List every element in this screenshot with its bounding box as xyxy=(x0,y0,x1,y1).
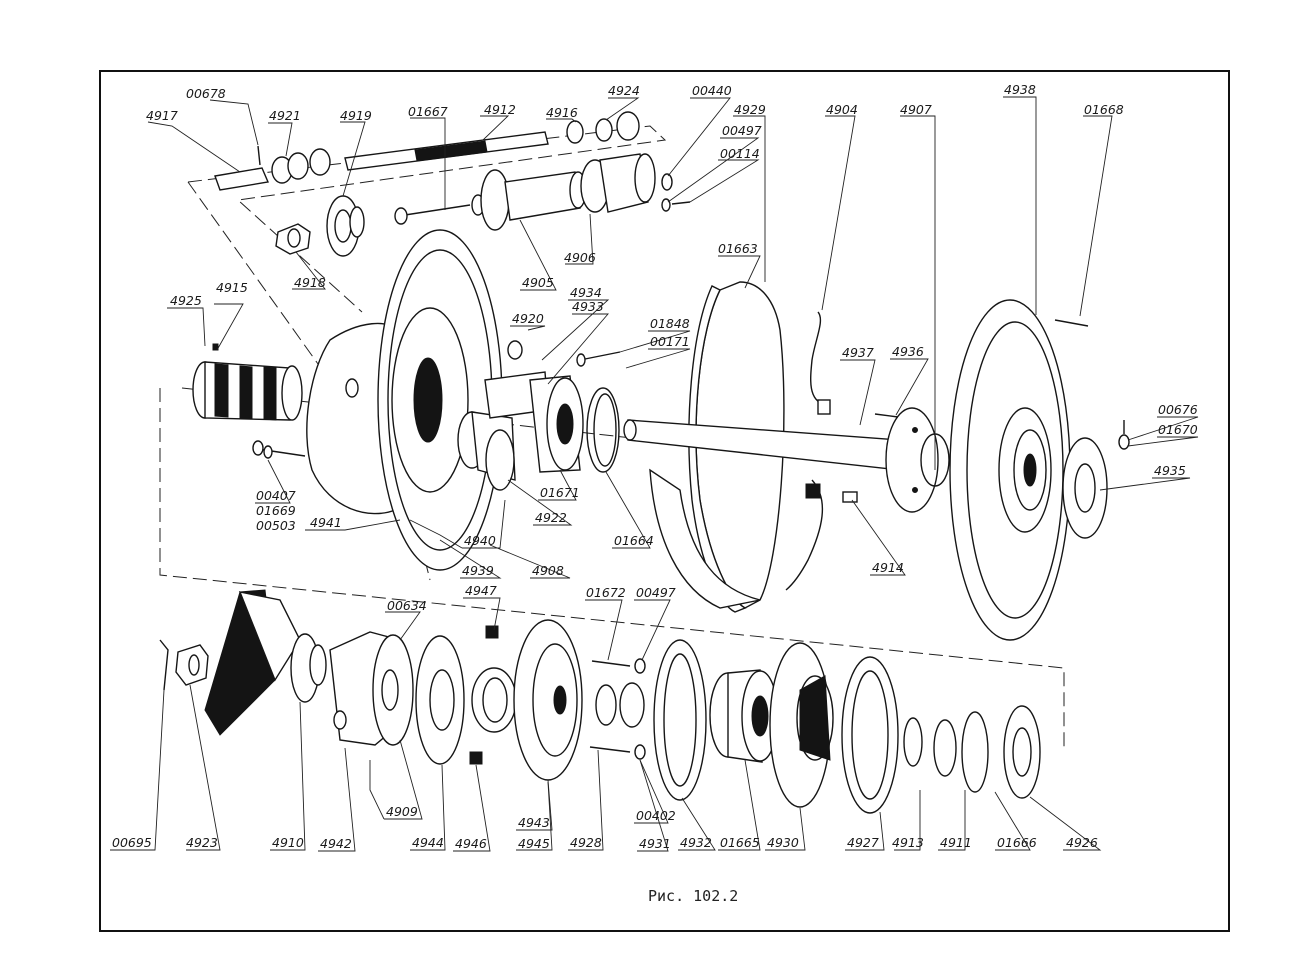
label-4930: 4930 xyxy=(767,835,799,850)
label-00634: 00634 xyxy=(387,598,427,613)
label-4911: 4911 xyxy=(940,835,972,850)
part-labels: 00678 4917 4921 4919 01667 4912 4916 492… xyxy=(112,82,1198,851)
label-4944: 4944 xyxy=(412,835,444,850)
label-4934: 4934 xyxy=(570,285,602,300)
label-4910: 4910 xyxy=(272,835,304,850)
impeller-wheel xyxy=(949,299,1130,641)
label-4915: 4915 xyxy=(216,280,248,295)
label-01663: 01663 xyxy=(718,241,758,256)
label-4935: 4935 xyxy=(1154,463,1186,478)
label-4932: 4932 xyxy=(680,835,712,850)
label-01665: 01665 xyxy=(720,835,760,850)
label-4941: 4941 xyxy=(310,515,342,530)
label-00503: 00503 xyxy=(256,518,296,533)
label-4931: 4931 xyxy=(639,836,671,851)
label-4925: 4925 xyxy=(170,293,202,308)
label-00695: 00695 xyxy=(112,835,152,850)
label-4908: 4908 xyxy=(532,563,564,578)
leader-lines xyxy=(110,96,1199,852)
label-00440: 00440 xyxy=(692,83,732,98)
label-01667: 01667 xyxy=(408,104,448,119)
label-4922: 4922 xyxy=(535,510,567,525)
label-4933: 4933 xyxy=(572,299,604,314)
label-4906: 4906 xyxy=(564,250,596,265)
label-4927: 4927 xyxy=(847,835,879,850)
label-4936: 4936 xyxy=(892,344,924,359)
label-4926: 4926 xyxy=(1066,835,1098,850)
label-4928: 4928 xyxy=(570,835,602,850)
lower-pump-group xyxy=(159,589,1041,814)
figure-caption: Рис. 102.2 xyxy=(648,887,738,905)
label-01668: 01668 xyxy=(1084,102,1124,117)
label-4939: 4939 xyxy=(462,563,494,578)
label-01672: 01672 xyxy=(586,585,626,600)
label-4916: 4916 xyxy=(546,105,578,120)
label-4913: 4913 xyxy=(892,835,924,850)
label-4940: 4940 xyxy=(464,533,496,548)
label-4920: 4920 xyxy=(512,311,544,326)
label-00678: 00678 xyxy=(186,86,226,101)
label-4914: 4914 xyxy=(872,560,904,575)
output-shaft xyxy=(623,407,950,591)
label-01671: 01671 xyxy=(540,485,580,500)
upper-shaft-group xyxy=(214,111,691,257)
bell-housing xyxy=(192,229,503,571)
label-4924: 4924 xyxy=(608,83,640,98)
label-00407: 00407 xyxy=(256,488,296,503)
pump-core xyxy=(457,340,621,491)
label-01664: 01664 xyxy=(614,533,654,548)
label-4943: 4943 xyxy=(518,815,550,830)
label-4937: 4937 xyxy=(842,345,874,360)
label-4946: 4946 xyxy=(455,836,487,851)
label-4947: 4947 xyxy=(465,583,497,598)
label-4938: 4938 xyxy=(1004,82,1036,97)
label-4945: 4945 xyxy=(518,836,550,851)
label-4919: 4919 xyxy=(340,108,372,123)
label-4918: 4918 xyxy=(294,275,326,290)
label-00497-bottom: 00497 xyxy=(636,585,676,600)
label-4907: 4907 xyxy=(900,102,932,117)
label-00171: 00171 xyxy=(650,334,690,349)
label-4921: 4921 xyxy=(269,108,301,123)
label-00676: 00676 xyxy=(1158,402,1198,417)
label-4923: 4923 xyxy=(186,835,218,850)
label-4904: 4904 xyxy=(826,102,858,117)
figure-frame xyxy=(99,70,1230,932)
label-4942: 4942 xyxy=(320,836,352,851)
label-01666: 01666 xyxy=(997,835,1037,850)
label-00114: 00114 xyxy=(720,146,760,161)
label-01669: 01669 xyxy=(256,503,296,518)
label-4912: 4912 xyxy=(484,102,516,117)
label-4929: 4929 xyxy=(734,102,766,117)
label-4905: 4905 xyxy=(522,275,554,290)
label-01848: 01848 xyxy=(650,316,690,331)
label-00402: 00402 xyxy=(636,808,676,823)
label-4909: 4909 xyxy=(386,804,418,819)
label-4917: 4917 xyxy=(146,108,178,123)
label-01670: 01670 xyxy=(1158,422,1198,437)
label-00497-top: 00497 xyxy=(722,123,762,138)
